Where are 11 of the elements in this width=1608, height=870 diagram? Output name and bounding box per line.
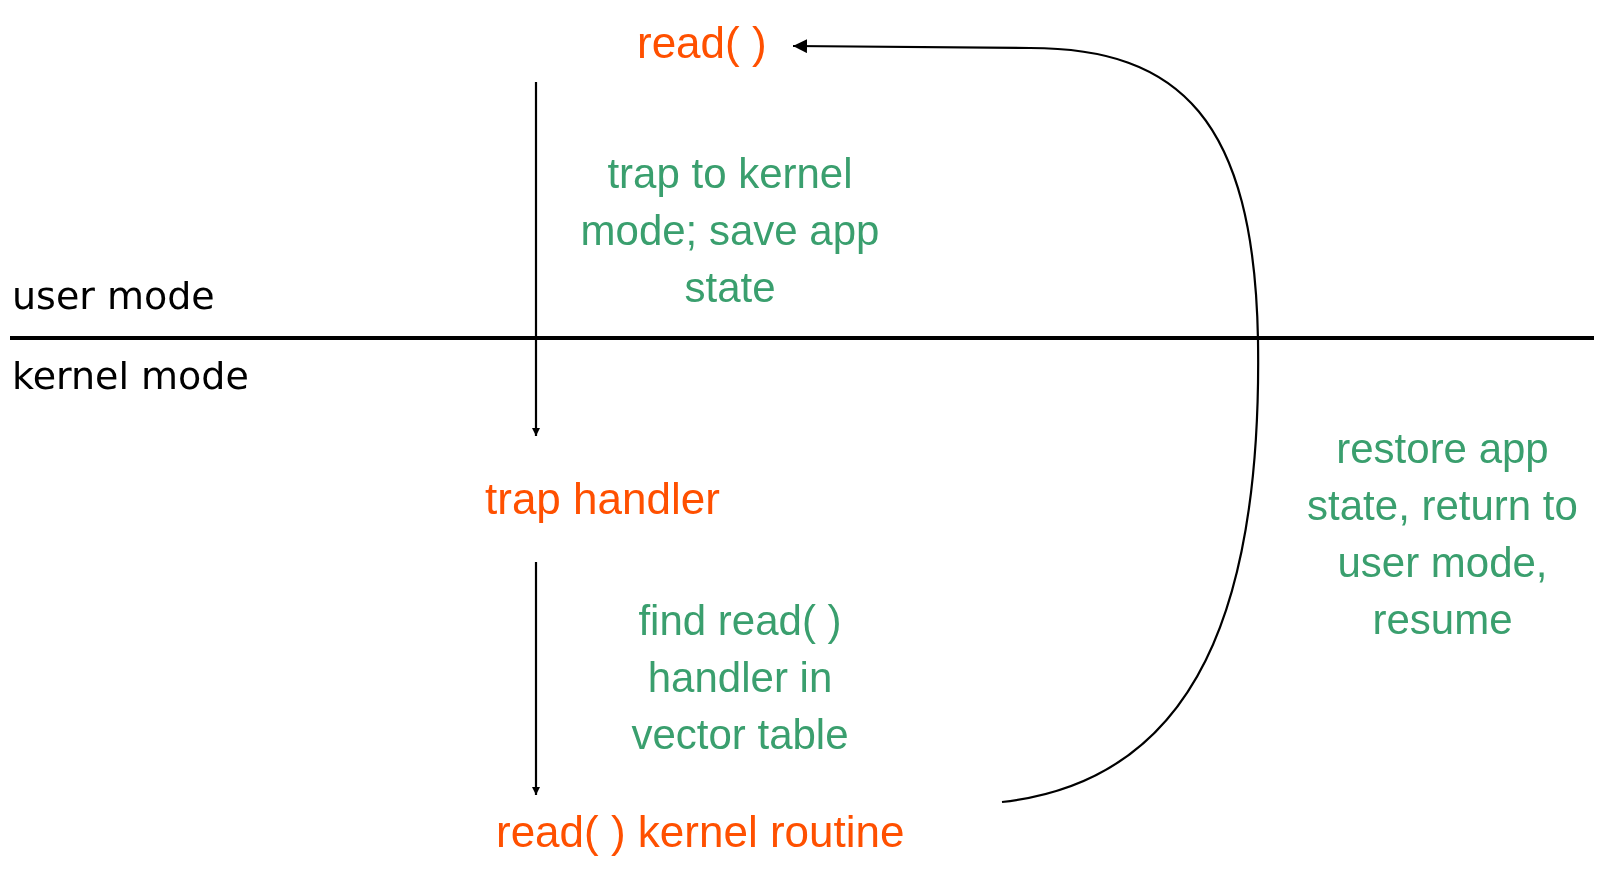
edge-label: find read( ) handler in vector table — [630, 596, 850, 760]
edge-label: restore app state, return to user mode, resume — [1306, 424, 1579, 645]
step-label: trap handler — [485, 477, 720, 521]
mode-label: kernel mode — [12, 354, 249, 398]
arrow — [532, 82, 540, 436]
step-label: read( ) — [637, 21, 767, 65]
curved-arrow — [793, 39, 1260, 804]
edge-label: trap to kernel mode; save app state — [579, 149, 881, 313]
arrow — [532, 562, 540, 795]
mode-label: user mode — [12, 274, 215, 318]
step-label: read( ) kernel routine — [496, 810, 905, 854]
